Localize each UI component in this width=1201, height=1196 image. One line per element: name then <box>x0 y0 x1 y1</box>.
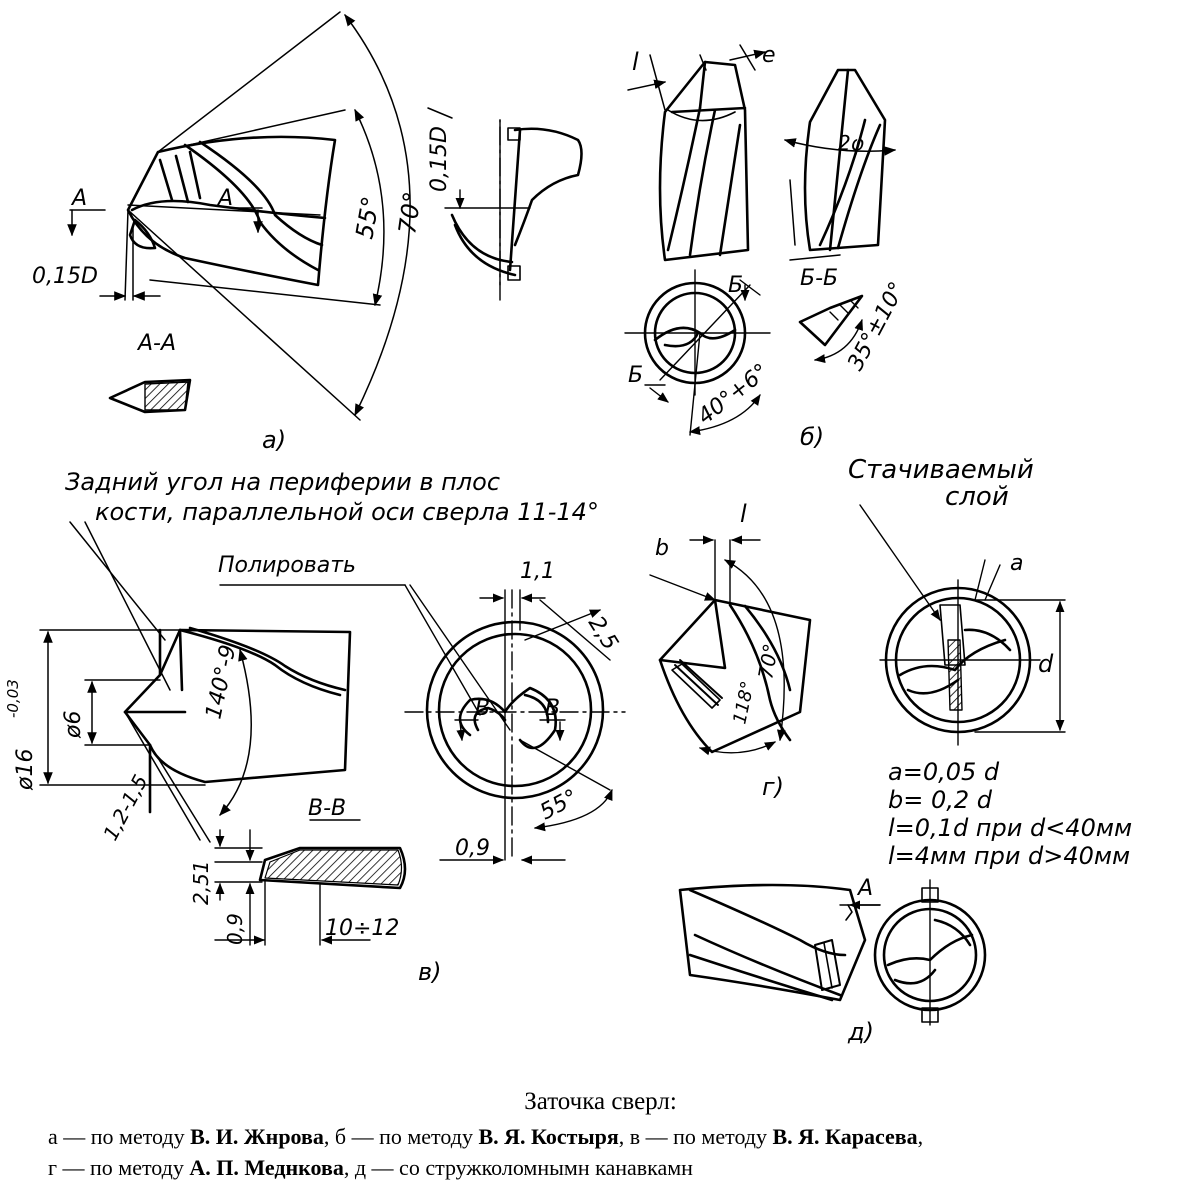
panel-d-formula-3: l=0,1d при d<40мм <box>888 814 1132 842</box>
panel-b-clearance-profile <box>798 294 864 364</box>
panel-g-dimension-lines <box>649 535 786 756</box>
panel-v-polish: Полировать <box>218 553 356 578</box>
caption-item-a-name: В. И. Жнрова <box>190 1124 324 1149</box>
panel-g-label: г) <box>762 773 784 801</box>
panel-d-formula-1: a=0,05 d <box>888 758 1000 786</box>
panel-v-dim-dia16: ø16 <box>13 749 38 791</box>
panel-d-drill-side-view <box>678 883 867 1002</box>
caption-sep: , <box>618 1124 630 1149</box>
panel-a-dim-015d-left: 0,15D <box>32 264 98 289</box>
panel-v-dimension-lines <box>39 521 252 843</box>
figure-labels: а) А А А-А 0,15D 0,15D 55° 70° б) l e 2φ… <box>4 43 1132 1046</box>
panel-d-formula-4: l=4мм при d>40мм <box>888 842 1130 870</box>
caption-item-g-name: А. П. Меднкова <box>189 1155 344 1180</box>
panel-a-dimension-lines <box>67 11 453 421</box>
drill-sharpening-figure: а) А А А-А 0,15D 0,15D 55° 70° б) l e 2φ… <box>4 11 1132 1046</box>
panel-v-dim-10-12: 10÷12 <box>325 916 399 941</box>
caption-item-g-prefix: г — по методу <box>48 1155 190 1180</box>
panel-v-dim-dia6: ø6 <box>61 711 86 739</box>
panel-g-dim-l: l <box>740 500 747 528</box>
panel-b-cross-section <box>624 269 771 436</box>
panel-a-section-title: А-А <box>136 331 176 356</box>
caption-title: Заточка сверл: <box>524 1088 677 1115</box>
caption-item-b-prefix: б — по методу <box>334 1124 479 1149</box>
panel-b-dim-lines <box>627 44 841 261</box>
panel-v-note-line2: кости, параллельной оси сверла 11-14° <box>95 498 599 526</box>
panel-a-section-profile <box>108 378 192 414</box>
panel-b-drill-side <box>783 68 897 252</box>
panel-v-angle-140: 140°-9 <box>201 643 241 721</box>
panel-v-cross-section <box>219 584 626 865</box>
panel-a-section-mark: А <box>70 186 87 211</box>
caption-item-a-prefix: а — по методу <box>48 1124 191 1149</box>
panel-g-drill-view <box>658 598 812 754</box>
panel-v-section-profile <box>214 819 407 946</box>
panel-v-dim-11: 1,1 <box>520 559 555 584</box>
panel-d-removed-layer-line1: Стачиваемый <box>848 455 1034 485</box>
caption-sep: , <box>917 1124 924 1149</box>
panel-a-drill-side-view <box>126 135 337 287</box>
panel-v-section-title: В-В <box>308 796 346 821</box>
panel-a-dim-015d-right: 0,15D <box>427 126 452 192</box>
panel-d-small-end-view <box>839 879 987 1026</box>
panel-v-dim-12-15: 1,2-1,5 <box>98 771 152 845</box>
panel-b-section-title: Б-Б <box>800 266 838 291</box>
panel-d-section-mark: А <box>856 876 873 901</box>
panel-d-removed-layer-line2: слой <box>945 482 1009 512</box>
panel-a-end-view <box>444 119 583 301</box>
panel-a-angle-55: 55° <box>350 194 385 241</box>
caption-line-1: а — по методу В. И. Жнрова, б — по метод… <box>48 1124 923 1150</box>
panel-d-dim-d: d <box>1038 650 1054 678</box>
caption-line-2: г — по методу А. П. Меднкова, д — со стр… <box>48 1155 693 1181</box>
panel-b-drill-front <box>658 60 750 262</box>
panel-b-label: б) <box>800 423 824 451</box>
panel-a-label: а) <box>262 426 286 454</box>
panel-v-section-mark-right: В <box>545 696 560 721</box>
panel-a-angle-70: 70° <box>393 190 427 236</box>
panel-v-dim-dia16-tol: -0,03 <box>4 679 22 718</box>
caption-item-v-prefix: в — по методу <box>629 1124 773 1149</box>
panel-d-label: д) <box>847 1018 874 1046</box>
panel-g-angle-70: 70° <box>753 642 783 681</box>
panel-b-angle-clearance: 35°±10° <box>843 278 910 375</box>
panel-d-dim-a: a <box>1010 551 1023 576</box>
panel-d-end-view <box>859 504 1066 746</box>
caption-sep: , <box>323 1124 335 1149</box>
panel-b-section-mark-top: Б <box>728 273 743 298</box>
panel-b-section-mark-bottom: Б <box>628 363 643 388</box>
panel-b-dim-e: e <box>762 43 776 68</box>
panel-v-dim-251: 2,51 <box>189 860 213 905</box>
panel-v-label: в) <box>418 958 442 986</box>
panel-a-section-mark-inner: А <box>216 186 233 211</box>
panel-v-dim-25: 2,5 <box>583 612 623 655</box>
panel-v-dim-09-bottom: 0,9 <box>223 913 247 945</box>
panel-v-section-mark-left: В <box>475 696 490 721</box>
panel-b-angle-2phi: 2φ <box>838 131 864 155</box>
panel-g-angle-118: 118° <box>729 679 759 726</box>
panel-b-dim-l: l <box>632 48 639 76</box>
panel-g-dim-b: b <box>655 536 669 561</box>
panel-d-formula-2: b= 0,2 d <box>888 786 993 814</box>
panel-v-note-line1: Задний угол на периферии в плос <box>65 468 500 496</box>
caption-sep: , <box>343 1155 355 1180</box>
caption-item-v-name: В. Я. Карасева <box>772 1124 918 1149</box>
panel-v-dim-09-top: 0,9 <box>455 836 490 861</box>
caption-item-d-text: д — со стружколомнымн канавкамн <box>354 1155 693 1180</box>
caption-item-b-name: В. Я. Костыря <box>478 1124 619 1149</box>
